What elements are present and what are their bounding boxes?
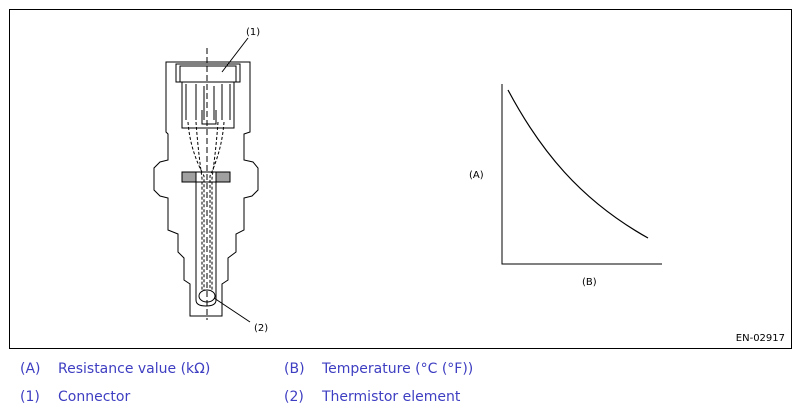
axis-label-y: (A)	[469, 170, 484, 181]
wire-leads	[187, 48, 225, 320]
probe-tube	[195, 182, 217, 307]
callout-leader-1	[221, 37, 249, 73]
legend-item-a: (A) Resistance value (kΩ)	[20, 361, 210, 377]
legend-item-2: (2) Thermistor element	[284, 389, 460, 405]
thermistor-element	[198, 289, 216, 303]
legend-text: Resistance value (kΩ)	[58, 361, 211, 377]
sensor-diagram: (1) (2) (A) (B)	[153, 27, 662, 334]
legend-key: (2)	[284, 389, 304, 405]
axis-label-x: (B)	[582, 277, 597, 288]
legend-text: Temperature (°C (°F))	[322, 361, 474, 377]
callout-label-1: (1)	[246, 27, 260, 38]
figure-code: EN-02917	[735, 333, 785, 344]
callout-leader-2	[213, 297, 251, 323]
chart-series-curve	[507, 89, 649, 239]
legend-text: Thermistor element	[322, 389, 461, 405]
legend-key: (A)	[20, 361, 41, 377]
figure-frame: (1) (2) (A) (B) EN-02917	[9, 9, 792, 349]
sensor-body-outline	[153, 61, 259, 317]
connector-inner-box	[179, 65, 237, 83]
legend-text: Connector	[58, 389, 131, 405]
legend-item-1: (1) Connector	[20, 389, 130, 405]
connector-terminals	[185, 84, 231, 120]
legend-key: (1)	[20, 389, 40, 405]
legend-key: (B)	[284, 361, 305, 377]
callout-label-2: (2)	[254, 323, 268, 334]
legend-item-b: (B) Temperature (°C (°F))	[284, 361, 473, 377]
connector-cavity	[175, 63, 241, 129]
chart-axes	[501, 84, 662, 265]
